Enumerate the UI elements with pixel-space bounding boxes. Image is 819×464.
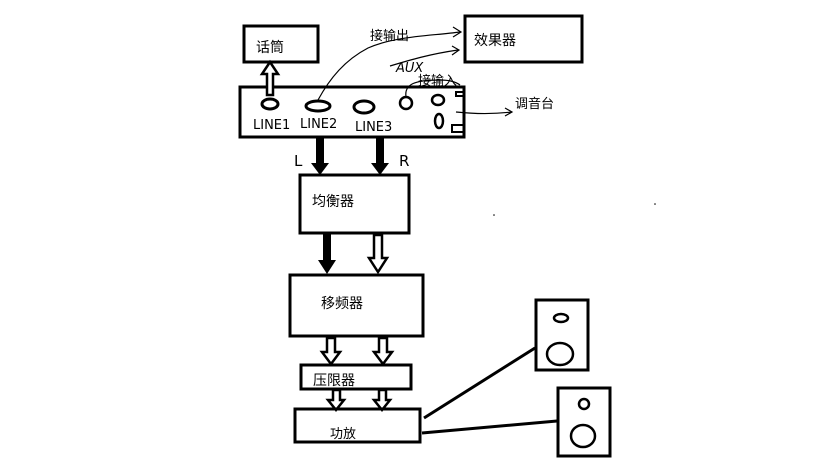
equalizer-box xyxy=(298,173,411,235)
limiter-label: 压限器 xyxy=(313,373,355,389)
output-send-curve xyxy=(317,31,461,101)
stray-dot xyxy=(493,214,495,216)
mic-up-arrow xyxy=(259,59,281,97)
effects-box xyxy=(463,14,584,64)
arrow-right-limiter-amp xyxy=(371,388,393,413)
mic-label: 话筒 xyxy=(256,39,284,56)
input-return-curve xyxy=(405,79,461,98)
right-channel-label: R xyxy=(399,152,409,170)
arrow-left-shifter-limiter xyxy=(319,336,343,367)
mixer-label: 调音台 xyxy=(515,96,554,112)
mixer-side-notch xyxy=(451,124,464,133)
speaker-wire-lower xyxy=(421,419,558,435)
line3-label: LINE3 xyxy=(355,120,392,135)
left-channel-label: L xyxy=(294,152,303,170)
speaker-lower xyxy=(556,386,612,458)
mic-box xyxy=(242,24,320,64)
arrow-right-mixer-eq xyxy=(371,138,389,175)
mixer-callout-arrowhead xyxy=(504,107,514,117)
speaker-upper-tweeter xyxy=(552,312,570,324)
amplifier-label: 功放 xyxy=(330,427,356,442)
arrow-left-eq-shifter xyxy=(318,233,336,274)
speaker-lower-woofer xyxy=(569,423,597,449)
output-send-arrowhead xyxy=(452,26,463,38)
line2-port xyxy=(304,99,332,113)
connect-input-label: 接输入 xyxy=(418,73,457,89)
speaker-upper-woofer xyxy=(545,341,575,367)
aux-arrowhead xyxy=(451,45,461,56)
speaker-upper xyxy=(534,298,590,372)
arrow-right-eq-shifter xyxy=(366,233,390,275)
arrow-right-shifter-limiter xyxy=(371,336,395,367)
aux-port-top xyxy=(430,93,446,107)
mixer-side-notch xyxy=(455,91,464,97)
stray-dot xyxy=(654,203,656,205)
aux-label: AUX xyxy=(395,61,424,76)
effects-label: 效果器 xyxy=(474,33,516,49)
connect-output-label: 接输出 xyxy=(370,28,409,44)
equalizer-label: 均衡器 xyxy=(312,194,354,210)
speaker-wire-upper xyxy=(423,346,536,420)
frequency-shifter-box xyxy=(288,273,425,338)
limiter-box xyxy=(299,363,413,391)
speaker-lower-tweeter xyxy=(577,397,591,411)
arrow-left-limiter-amp xyxy=(325,388,347,413)
frequency-shifter-label: 移频器 xyxy=(321,296,363,312)
line2-label: LINE2 xyxy=(300,117,337,132)
mixer-callout-line xyxy=(455,111,513,115)
aux-port-bottom xyxy=(433,112,445,130)
insert-port xyxy=(398,95,414,111)
aux-scribble xyxy=(389,49,459,67)
line3-port xyxy=(352,99,376,115)
amplifier-box xyxy=(293,407,422,444)
arrow-left-mixer-eq xyxy=(311,138,329,175)
line1-port xyxy=(260,97,280,111)
mixer-box xyxy=(238,85,466,139)
line1-label: LINE1 xyxy=(253,118,290,133)
